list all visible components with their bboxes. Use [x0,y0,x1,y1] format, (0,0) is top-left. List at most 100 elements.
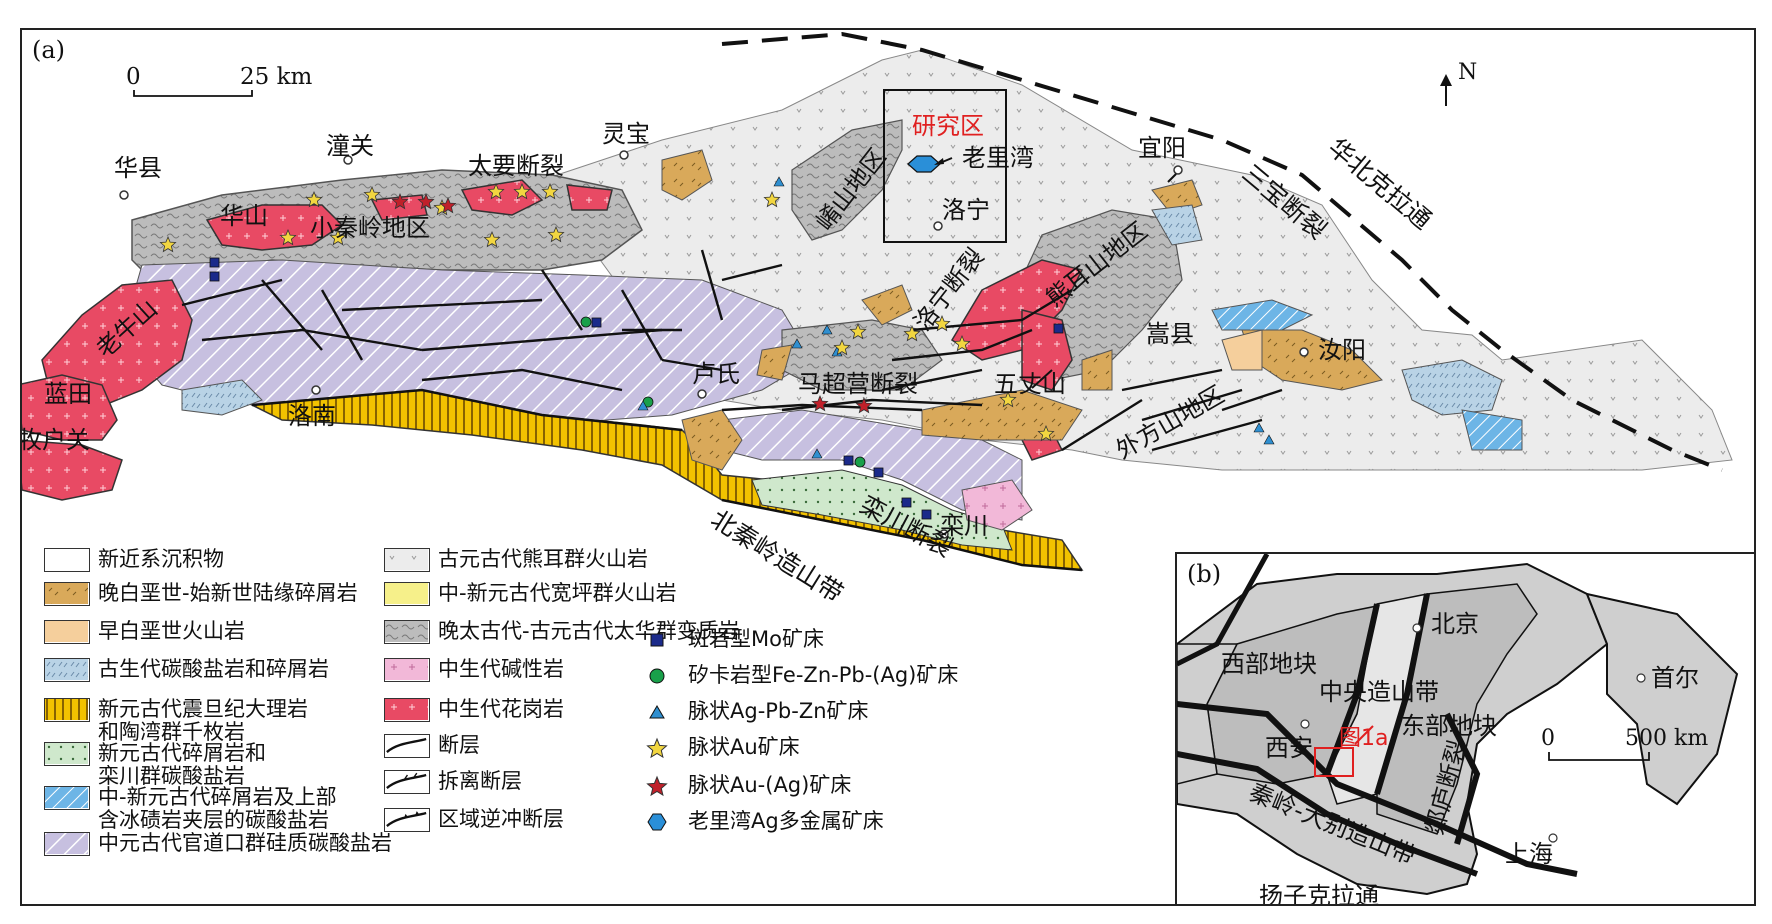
legend-item: 新近系沉积物 [44,548,224,572]
legend-text: 晚白垩世-始新世陆缘碎屑岩 [98,581,358,605]
scale-a-label: 25 km [240,64,313,90]
inset-central-orogen: 中央造山带 [1319,678,1439,706]
au-ag-deposit-star-icon [417,192,435,210]
legend-item: 晚太古代-古元古代太华群变质岩 [384,620,740,644]
legend-text: 脉状Au-(Ag)矿床 [688,773,852,797]
au-ag-deposit-star-icon [391,192,409,210]
legend-swatch [44,658,90,682]
label-huaxian: 华县 [114,154,162,182]
inset-east-block: 东部地块 [1401,712,1497,740]
legend-item: 中-新元古代宽坪群火山岩 [384,582,677,606]
legend-text: 晚太古代-古元古代太华群变质岩 [438,619,740,643]
legend-item: 拆离断层 [384,770,522,794]
label-muhuguan: 牧户关 [20,426,90,454]
map-frame: (a) 0 25 km N 研究区 华县 潼关 太要断裂 灵宝 崤山地区 老里湾… [20,28,1756,906]
legend-text: 斑岩型Mo矿床 [688,627,824,651]
scale-b-zero: 0 [1541,726,1555,751]
legend-text: 新元古代碎屑岩和 栾川群碳酸盐岩 [98,741,266,788]
au-ag-deposit-star-icon [855,396,873,414]
legend-item: 中生代花岗岩 [384,698,564,722]
au-deposit-star-icon [159,235,177,253]
legend-swatch [384,620,430,644]
label-lantian: 蓝田 [44,380,92,408]
inset-fig-ref: 图1a [1339,726,1389,751]
legend-item: 脉状Au矿床 [634,736,800,760]
inset-shanghai: 上海 [1505,840,1553,868]
legend-swatch [44,786,90,810]
legend-text: 断层 [438,733,480,757]
legend-swatch [44,582,90,606]
au-ag-deposit-star-icon [811,394,829,412]
geologic-map [22,31,1733,572]
legend-swatch [384,698,430,722]
legend-text: 古元古代熊耳群火山岩 [438,547,648,571]
label-wuzhangshan: 五丈山 [994,370,1066,398]
legend-item: 古元古代熊耳群火山岩 [384,548,648,572]
legend-item: 中生代碱性岩 [384,658,564,682]
legend-item: 中-新元古代碎屑岩及上部 含冰碛岩夹层的碳酸盐岩 [44,786,337,832]
legend-text: 拆离断层 [438,769,522,793]
legend-item: 断层 [384,734,480,758]
label-lushi: 卢氏 [692,360,740,388]
legend-item: 老里湾Ag多金属矿床 [634,810,884,834]
inset-seoul: 首尔 [1651,664,1699,692]
panel-b-label: (b) [1187,560,1222,588]
label-songxian: 嵩县 [1146,320,1194,348]
au-deposit-star-icon [953,334,971,352]
study-area-label: 研究区 [912,112,984,140]
legend-swatch [44,742,90,766]
inset-xian: 西安 [1265,734,1313,762]
square-icon [634,628,680,652]
inset-map: (b) 西部地块 北京 中央造山带 首尔 东部地块 图1a 西安 郯庐断裂 秦岭… [1175,552,1754,906]
label-ruyang: 汝阳 [1318,336,1366,364]
au-deposit-star-icon [849,322,867,340]
scale-a-zero: 0 [126,64,141,90]
legend-text: 中元古代官道口群硅质碳酸盐岩 [98,831,392,855]
au-deposit-star-icon [305,190,323,208]
legend-text: 区域逆冲断层 [438,807,564,831]
au-deposit-star-icon [933,314,951,332]
au-deposit-star-icon [903,324,921,342]
label-xiaoqinling: 小秦岭地区 [310,214,430,242]
legend-text: 早白垩世火山岩 [98,619,245,643]
inset-map-graphics [1177,554,1739,896]
legend-item: 早白垩世火山岩 [44,620,245,644]
legend-swatch [44,548,90,572]
legend-text: 老里湾Ag多金属矿床 [688,809,884,833]
legend-item: 中元古代官道口群硅质碳酸盐岩 [44,832,392,856]
legend-item: 晚白垩世-始新世陆缘碎屑岩 [44,582,358,606]
au-deposit-star-icon [541,182,559,200]
label-yiyang: 宜阳 [1138,134,1186,162]
label-huashan: 华山 [220,202,268,230]
fault-line-icon [384,770,430,794]
label-luoning: 洛宁 [942,196,990,224]
au-deposit-star-icon [279,228,297,246]
au-deposit-star-icon [547,225,565,243]
label-laoliwan: 老里湾 [962,144,1034,172]
inset-yangtze: 扬子克拉通 [1259,882,1379,906]
legend-text: 古生代碳酸盐岩和碎屑岩 [98,657,329,681]
fault-line-icon [384,734,430,758]
legend-text: 中生代花岗岩 [438,697,564,721]
legend-text: 中-新元古代碎屑岩及上部 含冰碛岩夹层的碳酸盐岩 [98,785,337,832]
label-tongguan: 潼关 [326,132,374,160]
au-deposit-star-icon [483,230,501,248]
north-arrow-icon [1440,74,1452,106]
legend: 新近系沉积物晚白垩世-始新世陆缘碎屑岩早白垩世火山岩古生代碳酸盐岩和碎屑岩新元古… [44,548,1176,904]
label-machaoying-fault: 马超营断裂 [798,370,918,398]
star-icon [634,774,680,798]
legend-text: 新元古代震旦纪大理岩 和陶湾群千枚岩 [98,697,308,744]
inset-west-block: 西部地块 [1221,650,1317,678]
scale-b-label: 500 km [1625,726,1709,751]
au-deposit-star-icon [487,182,505,200]
panel-a-label: (a) [32,36,66,64]
legend-swatch [44,620,90,644]
circle-icon [634,664,680,688]
au-deposit-star-icon [763,190,781,208]
legend-item: 新元古代震旦纪大理岩 和陶湾群千枚岩 [44,698,308,744]
hexagon-icon [634,810,680,834]
au-deposit-star-icon [363,185,381,203]
legend-text: 新近系沉积物 [98,547,224,571]
legend-text: 脉状Ag-Pb-Zn矿床 [688,699,869,723]
legend-item: 古生代碳酸盐岩和碎屑岩 [44,658,329,682]
